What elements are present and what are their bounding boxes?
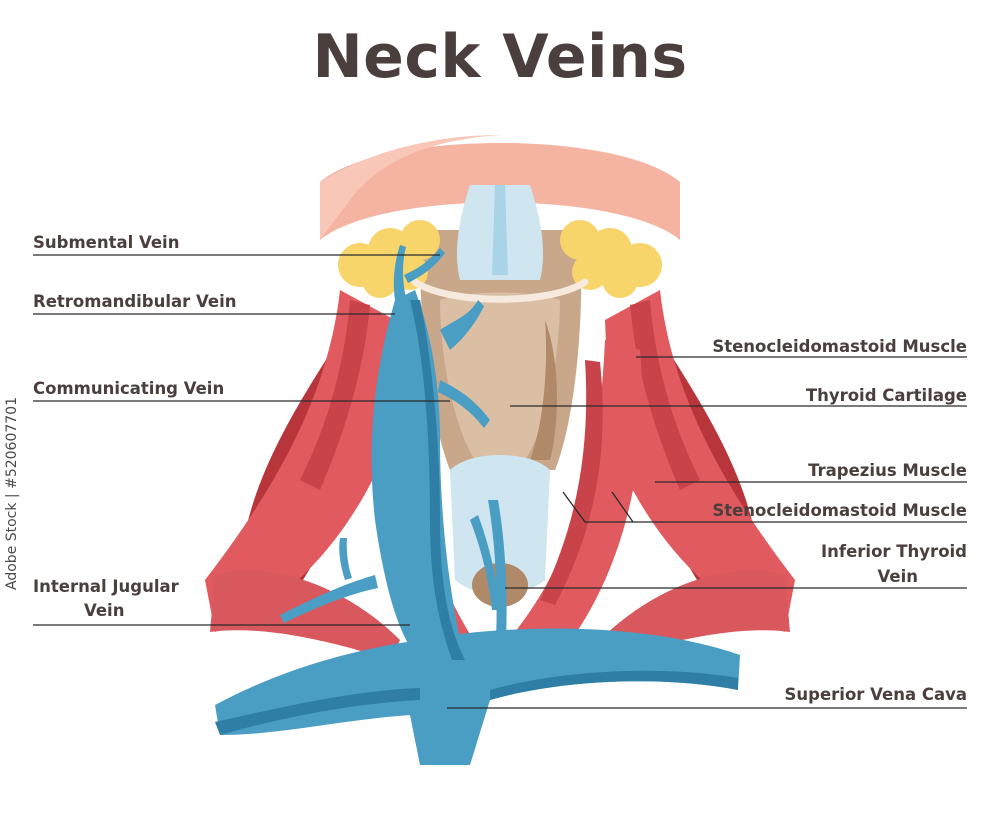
label-submental-vein: Submental Vein [33, 233, 180, 252]
vena-cava-shade-right [490, 670, 738, 700]
superior-vena-cava [215, 628, 740, 765]
vena-cava-shade [215, 688, 420, 735]
vein-shade [410, 300, 465, 660]
external-branch-2 [339, 538, 352, 580]
label-internal-jugular-line1: Internal Jugular [33, 577, 179, 596]
communicating-vein [440, 300, 484, 350]
label-inferior-thyroid-line1: Inferior Thyroid [821, 542, 967, 561]
lower-muscle-left [210, 570, 400, 660]
label-inferior-thyroid-line2: Vein [877, 567, 918, 586]
sternocleido-inner-right [500, 340, 642, 655]
label-superior-vena-cava: Superior Vena Cava [784, 685, 967, 704]
label-internal-jugular-line2: Vein [84, 601, 125, 620]
inferior-thyroid-branch [470, 515, 500, 610]
label-thyroid-cartilage: Thyroid Cartilage [805, 386, 967, 405]
muscle-shade-left [300, 300, 370, 490]
muscle-shade-inner [540, 360, 603, 605]
label-sternocleidomastoid-upper: Stenocleidomastoid Muscle [712, 337, 967, 356]
cartilage-shade [530, 320, 557, 460]
label-communicating-vein: Communicating Vein [33, 379, 225, 398]
diagram-title: Neck Veins [312, 22, 688, 92]
external-branch [280, 575, 378, 623]
inferior-thyroid-vein [488, 500, 507, 640]
label-trapezius-muscle: Trapezius Muscle [808, 461, 967, 480]
leader-lines [33, 254, 967, 709]
retromandibular-vein [393, 245, 406, 300]
fat-right [560, 220, 662, 298]
muscle-shade-right [630, 300, 700, 490]
trachea-stripe [492, 185, 508, 275]
hyoid-bone [411, 278, 589, 303]
mandible-shade [320, 135, 500, 240]
submental-vein [404, 248, 445, 283]
label-sternocleidomastoid-lower: Stenocleidomastoid Muscle [712, 501, 967, 520]
label-retromandibular-vein: Retromandibular Vein [33, 292, 237, 311]
communicating-branch [438, 380, 490, 428]
thyroid-cartilage [440, 292, 560, 460]
watermark: Adobe Stock | #520607701 [4, 397, 20, 590]
